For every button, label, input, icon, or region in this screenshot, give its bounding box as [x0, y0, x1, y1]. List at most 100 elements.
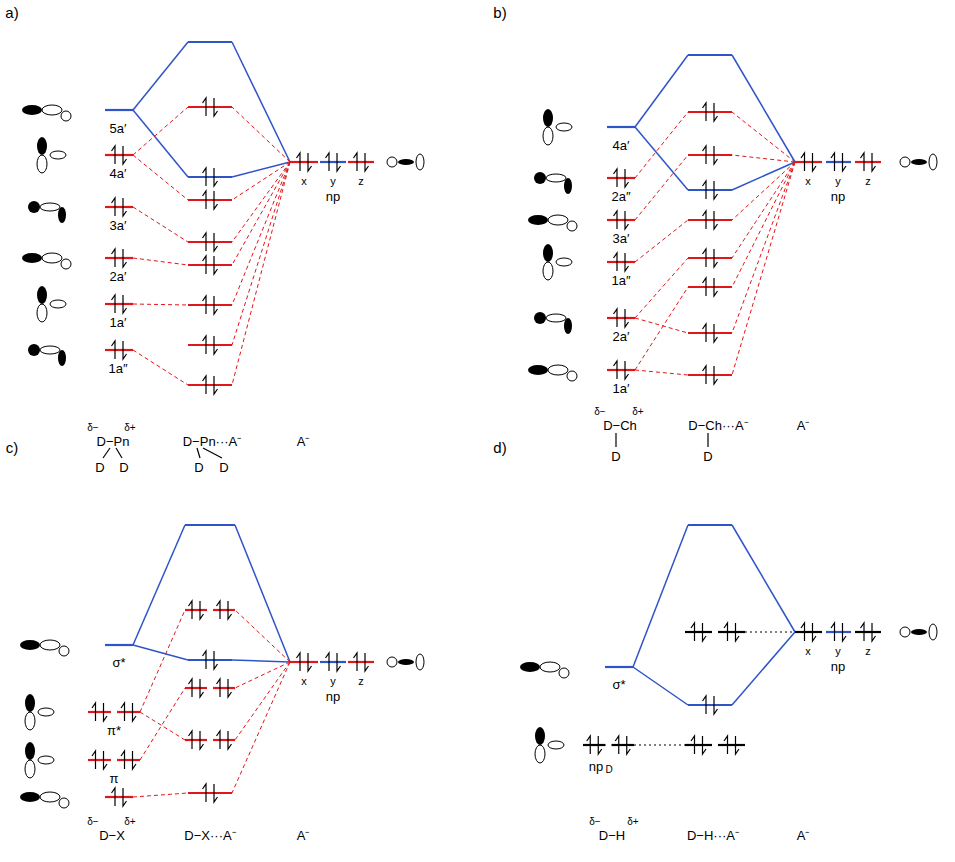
energy-level	[105, 206, 133, 208]
orbital-cartoon	[543, 109, 572, 145]
label: A⁻	[297, 829, 310, 842]
electron-arrow	[92, 751, 96, 769]
energy-level	[688, 332, 732, 334]
energy-level	[688, 286, 732, 288]
electron-arrow	[872, 153, 876, 171]
electron-arrow	[625, 361, 629, 379]
label: x	[301, 676, 307, 687]
electron-arrow	[736, 736, 740, 754]
correlation-line	[133, 207, 188, 242]
energy-level	[688, 374, 732, 376]
electron-arrow	[217, 601, 221, 619]
energy-level	[718, 631, 745, 633]
label: z	[358, 676, 364, 687]
electron-arrow	[625, 211, 629, 229]
energy-level	[188, 264, 232, 266]
electron-arrow	[703, 249, 707, 267]
energy-level	[88, 759, 111, 761]
electron-arrow	[214, 336, 218, 354]
electron-arrow	[831, 623, 835, 641]
bond-line	[103, 448, 110, 458]
electron-arrow	[214, 296, 218, 314]
label: b)	[493, 5, 506, 20]
energy-level	[185, 524, 235, 526]
orbital-cartoon	[534, 172, 572, 194]
label: z	[358, 176, 364, 187]
electron-arrow	[354, 153, 358, 171]
correlation-line	[133, 110, 188, 177]
correlation-line	[232, 162, 290, 345]
electron-arrow	[203, 336, 207, 354]
correlation-line	[635, 258, 688, 318]
energy-level	[607, 369, 635, 371]
correlation-line	[232, 162, 290, 200]
energy-level	[188, 344, 232, 346]
bond-line	[203, 448, 222, 458]
electron-arrow	[200, 601, 204, 619]
correlation-line	[635, 112, 688, 178]
correlation-line	[133, 42, 188, 110]
label: D	[605, 765, 612, 775]
correlation-line	[133, 258, 188, 265]
label: y	[330, 176, 336, 187]
energy-level	[320, 661, 346, 663]
energy-level	[607, 177, 635, 179]
label: δ−	[594, 407, 605, 417]
electron-arrow	[843, 623, 847, 641]
electron-arrow	[614, 309, 618, 327]
electron-arrow	[200, 731, 204, 749]
electron-arrow	[189, 679, 193, 697]
correlation-line	[235, 610, 290, 662]
energy-level	[105, 349, 133, 351]
electron-arrow	[703, 324, 707, 342]
correlation-line	[232, 660, 290, 662]
correlation-line	[133, 107, 188, 155]
orbital-cartoon	[528, 365, 577, 381]
energy-level	[685, 744, 712, 746]
label: x	[805, 176, 811, 187]
energy-level	[88, 711, 111, 713]
orbital-cartoon	[22, 105, 71, 121]
electron-arrow	[724, 623, 728, 641]
label: y	[330, 676, 336, 687]
correlation-line	[635, 370, 688, 375]
electron-arrow	[714, 366, 718, 384]
orbital-cartoon	[37, 286, 66, 322]
energy-level	[105, 303, 133, 305]
label: z	[865, 646, 871, 657]
electron-arrow	[214, 233, 218, 251]
electron-arrow	[217, 731, 221, 749]
electron-arrow	[104, 703, 108, 721]
electron-arrow	[691, 623, 695, 641]
orbital-cartoon	[28, 344, 66, 366]
label: δ+	[124, 817, 135, 827]
electron-arrow	[615, 736, 619, 754]
orbital-cartoons	[20, 105, 937, 808]
energy-level	[185, 687, 207, 689]
electron-arrow	[203, 168, 207, 186]
label: 3a′	[613, 232, 630, 245]
electron-arrow	[703, 278, 707, 296]
electron-arrow	[228, 679, 232, 697]
label: y	[835, 646, 841, 657]
electron-arrow	[625, 309, 629, 327]
label: 1a″	[108, 362, 127, 375]
label: x	[301, 176, 307, 187]
label: δ−	[87, 817, 98, 827]
correlation-line	[133, 155, 188, 200]
electron-arrow	[203, 191, 207, 209]
electron-arrow	[121, 703, 125, 721]
correlation-line	[732, 55, 795, 162]
electron-arrow	[703, 696, 707, 714]
label: D−X···A⁻	[184, 829, 235, 842]
electron-arrow	[831, 153, 835, 171]
label: a)	[5, 5, 18, 20]
electron-arrow	[365, 653, 369, 671]
electron-arrow	[189, 731, 193, 749]
label: 4a′	[110, 167, 127, 180]
electron-arrow	[714, 146, 718, 164]
electron-arrow	[703, 181, 707, 199]
correlation-line	[635, 155, 688, 220]
correlation-line	[635, 287, 688, 370]
